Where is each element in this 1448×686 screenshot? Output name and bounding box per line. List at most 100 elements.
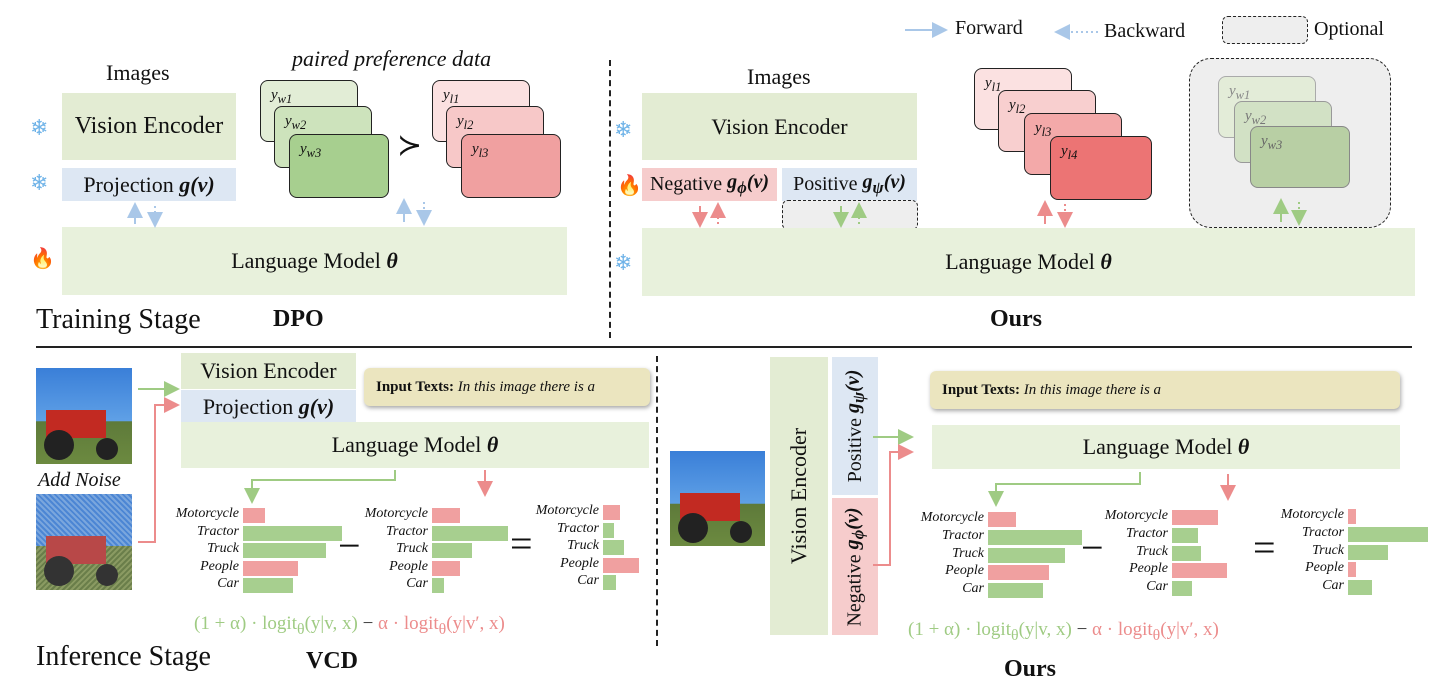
ours-pos-bar-truck — [988, 547, 1065, 563]
vcd-vision-encoder: Vision Encoder — [181, 353, 356, 389]
dpo-images-label: Images — [106, 60, 170, 85]
training-divider — [609, 60, 611, 338]
vcd-neg-bar-tractor — [432, 525, 508, 541]
ours-res-bar-tractor — [1348, 526, 1428, 542]
succ-symbol: ≻ — [397, 129, 423, 162]
ours-res-bar-car — [1348, 580, 1372, 596]
vcd-res-bar-motorcycle — [603, 505, 620, 520]
vcd-neg-label-people: People — [389, 558, 428, 574]
vcd-pos-label-motorcycle: Motorcycle — [175, 506, 239, 521]
vcd-title: VCD — [306, 648, 358, 674]
ours-res-label-car: Car — [1322, 578, 1344, 594]
ours-inf-language-model: Language Model θ — [932, 425, 1400, 469]
ours-positive-projection: Positive gψ(v) — [782, 168, 917, 201]
ours-formula: (1 + α) · logitθ(y|v, x) − α · logitθ(y|… — [908, 619, 1219, 644]
ours-language-model: Language Model θ — [642, 228, 1415, 296]
vcd-neg-label-car: Car — [406, 576, 428, 591]
add-noise-label: Add Noise — [38, 469, 121, 491]
inference-divider — [656, 356, 658, 646]
ours-images-label: Images — [747, 64, 811, 89]
tractor-image-clean — [36, 368, 132, 464]
legend-optional-label: Optional — [1314, 18, 1384, 40]
vcd-pos-label-tractor: Tractor — [196, 523, 239, 539]
vcd-res-label-truck: Truck — [567, 538, 599, 553]
legend-optional-box — [1222, 16, 1308, 44]
ours-vision-encoder: Vision Encoder — [642, 93, 917, 160]
ours-pos-label-motorcycle: Motorcycle — [920, 510, 984, 525]
snowflake-icon: ❄ — [30, 115, 49, 140]
vcd-pos-label-truck: Truck — [207, 541, 239, 556]
tractor-image-noisy — [36, 494, 132, 590]
vcd-pos-label-people: People — [200, 558, 239, 574]
vcd-res-label-tractor: Tractor — [556, 520, 599, 536]
ours-neg-label-truck: Truck — [1136, 543, 1168, 559]
dpo-projection: Projection g(v) — [62, 168, 236, 201]
fire-icon: 🔥 — [617, 175, 642, 197]
ours-res-bar-truck — [1348, 544, 1388, 560]
vcd-formula: (1 + α) · logitθ(y|v, x) − α · logitθ(y|… — [194, 613, 505, 638]
ours-pos-bar-car — [988, 583, 1043, 599]
snowflake-icon: ❄ — [30, 170, 49, 195]
vcd-res-label-people: People — [560, 555, 599, 571]
vcd-pos-bar-motorcycle — [243, 508, 265, 523]
vcd-neg-bar-car — [432, 578, 444, 593]
ours-res-label-people: People — [1305, 560, 1344, 576]
vcd-neg-label-motorcycle: Motorcycle — [364, 506, 428, 521]
ours-pos-label-tractor: Tractor — [941, 527, 984, 543]
ours-neg-bar-truck — [1172, 545, 1201, 561]
vcd-equals-operator: = — [510, 521, 533, 566]
vcd-neg-label-tractor: Tractor — [385, 523, 428, 539]
dpo-title: DPO — [273, 306, 324, 332]
dpo-preference-title: paired preference data — [292, 46, 492, 71]
ours-neg-label-tractor: Tractor — [1125, 525, 1168, 541]
vcd-pos-bar-truck — [243, 543, 326, 558]
vcd-input-texts: Input Texts: In this image there is a — [364, 368, 650, 406]
ours-neg-bar-car — [1172, 581, 1192, 597]
vcd-pos-label-car: Car — [217, 576, 239, 591]
vcd-res-bar-tractor — [603, 522, 614, 538]
ours-res-label-truck: Truck — [1312, 542, 1344, 558]
vcd-pos-bar-car — [243, 578, 293, 593]
ours-neg-bar-motorcycle — [1172, 510, 1218, 525]
vcd-res-bar-people — [603, 557, 639, 573]
stage-separator — [36, 346, 1412, 348]
fire-icon: 🔥 — [30, 248, 55, 270]
ours-neg-label-car: Car — [1146, 579, 1168, 595]
snowflake-icon: ❄ — [614, 117, 633, 142]
ours-win-card-3: yw3 — [1250, 126, 1350, 188]
vcd-minus-operator: − — [338, 523, 361, 568]
vcd-neg-label-truck: Truck — [396, 541, 428, 556]
training-stage-label: Training Stage — [36, 304, 201, 335]
ours-inf-negative: Negative gϕ(v) — [832, 498, 878, 635]
ours-res-bar-people — [1348, 562, 1356, 578]
vcd-res-bar-car — [603, 575, 616, 590]
dpo-lose-card-3: yl3 — [461, 134, 561, 198]
ours-inf-vision-encoder: Vision Encoder — [770, 357, 828, 635]
vcd-res-bar-truck — [603, 540, 624, 555]
vcd-neg-bar-truck — [432, 543, 472, 558]
dpo-win-card-3: yw3 — [289, 134, 389, 198]
inference-ours-title: Ours — [1004, 656, 1057, 682]
legend-backward-label: Backward — [1104, 20, 1186, 42]
vcd-neg-bar-motorcycle — [432, 508, 460, 523]
ours-pos-label-people: People — [945, 563, 984, 579]
dpo-vision-encoder: Vision Encoder — [62, 93, 236, 160]
vcd-projection: Projection g(v) — [181, 390, 356, 424]
tractor-image-ours — [670, 451, 765, 546]
vcd-language-model: Language Model θ — [181, 422, 649, 468]
legend-forward-label: Forward — [955, 17, 1023, 39]
ours-res-bar-motorcycle — [1348, 509, 1356, 524]
snowflake-icon: ❄ — [614, 250, 633, 275]
ours-inf-positive: Positive gψ(v) — [832, 357, 878, 495]
vcd-pos-bar-tractor — [243, 525, 342, 541]
ours-pos-bar-people — [988, 565, 1049, 581]
ours-pos-bar-motorcycle — [988, 512, 1016, 527]
ours-equals-operator: = — [1253, 525, 1276, 570]
ours-pos-bar-tractor — [988, 529, 1082, 545]
ours-neg-bar-people — [1172, 563, 1227, 579]
ours-res-label-tractor: Tractor — [1301, 524, 1344, 540]
ours-neg-label-motorcycle: Motorcycle — [1104, 508, 1168, 523]
ours-res-label-motorcycle: Motorcycle — [1280, 507, 1344, 522]
ours-pos-label-truck: Truck — [952, 545, 984, 561]
